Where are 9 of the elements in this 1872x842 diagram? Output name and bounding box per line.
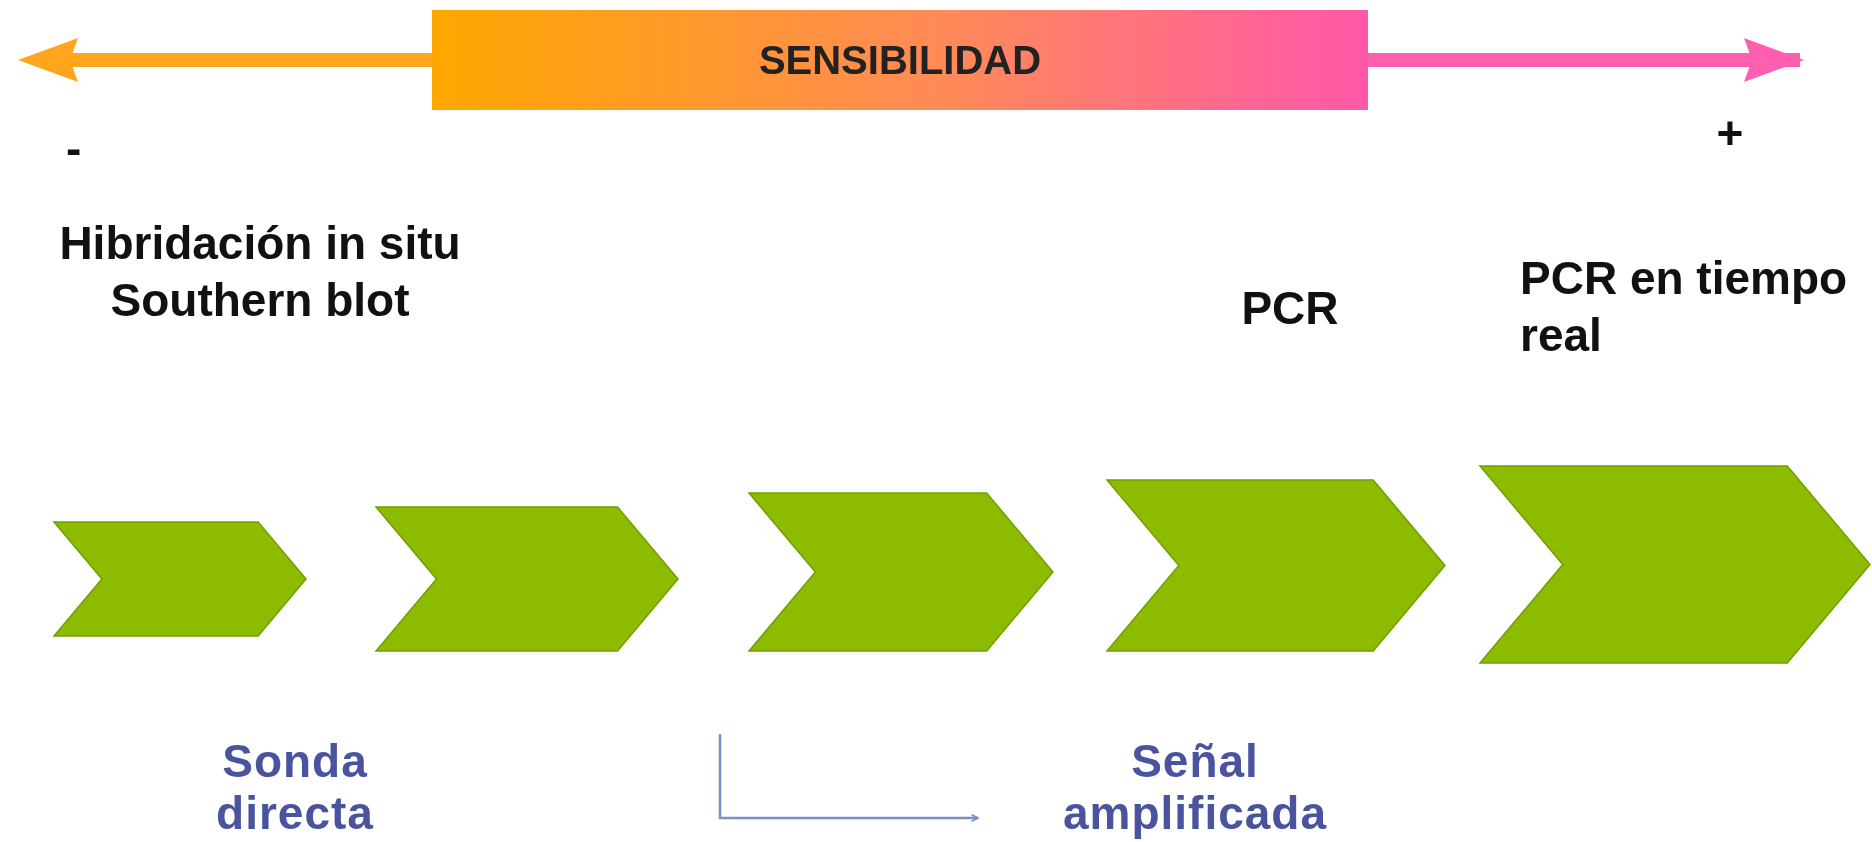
method-label: Hibridación in situ Southern blot — [58, 216, 462, 328]
title-band: SENSIBILIDAD — [432, 10, 1368, 110]
plus-sign: + — [1715, 106, 1745, 161]
method-label: PCR en tiempo real — [1519, 251, 1849, 363]
method-label: PCR — [1240, 281, 1340, 336]
arrow — [718, 734, 979, 822]
category-label: Señal amplificada — [1061, 735, 1329, 839]
minus-sign: - — [66, 121, 83, 176]
category-label: Sonda directa — [215, 735, 375, 839]
